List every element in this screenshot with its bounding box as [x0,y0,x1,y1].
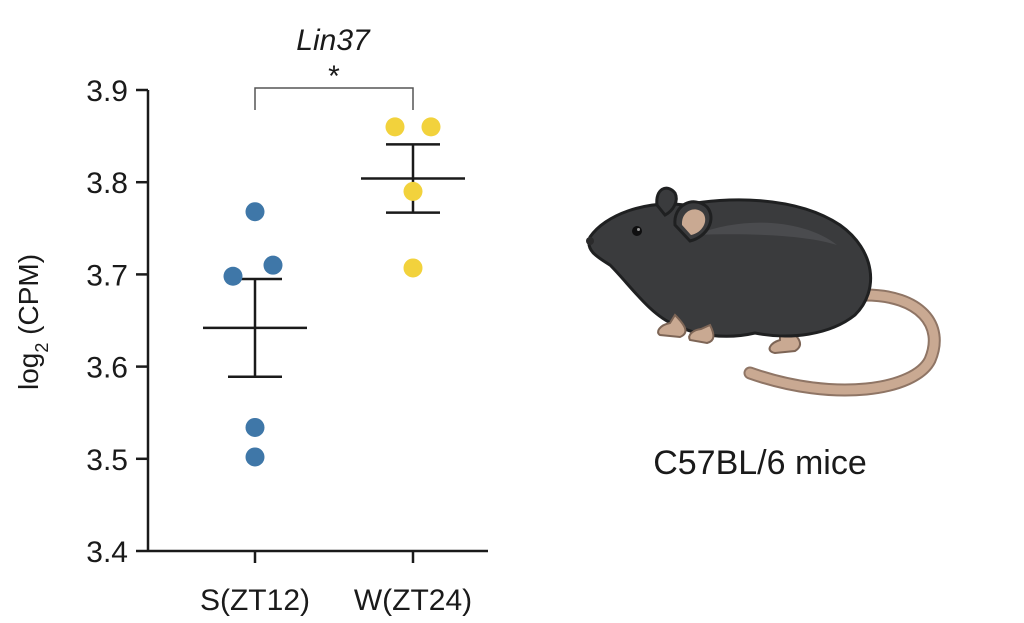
data-point [385,117,405,137]
error-bars [203,143,465,378]
significance-star: * [328,60,340,93]
y-tick-label: 3.4 [86,536,128,569]
y-axis-label: log2 (CPM) [13,254,52,390]
x-category-label: S(ZT12) [200,584,310,617]
chart-title: Lin37 [296,24,371,57]
data-point [223,266,243,286]
y-tick-label: 3.8 [86,167,128,200]
data-points [223,117,441,467]
y-tick-label: 3.5 [86,444,128,477]
data-point [403,258,423,278]
mouse-illustration [586,186,941,397]
data-point [245,417,265,437]
data-point [245,447,265,467]
data-point [245,202,265,222]
y-tick-label: 3.6 [86,352,128,385]
y-tick-label: 3.7 [86,259,128,292]
dot-plot-chart: Lin37 log2 (CPM) 3.4 3.5 3.6 3.7 3.8 3.9S(ZT1… [13,24,488,617]
data-point [421,117,441,137]
bracket-line [254,87,414,110]
data-point [263,255,283,275]
illustration-caption: C57BL/6 mice [653,444,867,482]
x-category-label: W(ZT24) [354,584,472,617]
y-tick-label: 3.9 [86,75,128,108]
significance-bracket: * [254,60,414,110]
data-point [403,181,423,201]
axes: 3.4 3.5 3.6 3.7 3.8 3.9S(ZT12) W(ZT24) [86,75,488,617]
